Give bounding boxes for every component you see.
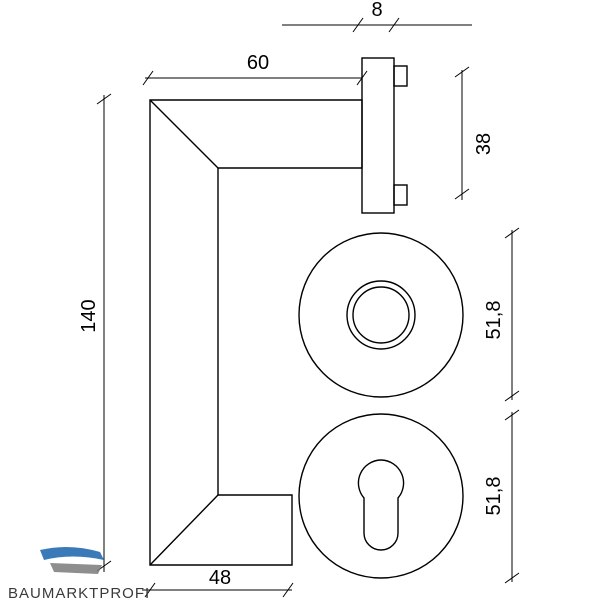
cylinder-keyhole	[357, 459, 405, 551]
watermark-text: BAUMARKTPROFI	[8, 585, 150, 600]
dim-label-handle-width: 48	[209, 567, 231, 589]
dim-label-handle-length: 60	[247, 52, 269, 74]
dim-label-rose-diameter-top: 51,8	[483, 301, 505, 340]
dim-label-rose-diameter-bottom: 51,8	[483, 477, 505, 516]
lever-handle	[149, 99, 363, 566]
watermark: BAUMARKTPROFI	[8, 546, 150, 600]
watermark-logo-icon	[40, 546, 104, 560]
dim-label-rose-thickness: 8	[371, 0, 382, 21]
round-rose-top	[298, 232, 464, 398]
dim-label-rose-height: 38	[473, 133, 495, 155]
dimension-lines	[96, 17, 520, 598]
rose-side-view	[361, 57, 408, 214]
dim-label-total-height: 140	[78, 299, 100, 332]
round-rose-bottom	[298, 413, 464, 579]
